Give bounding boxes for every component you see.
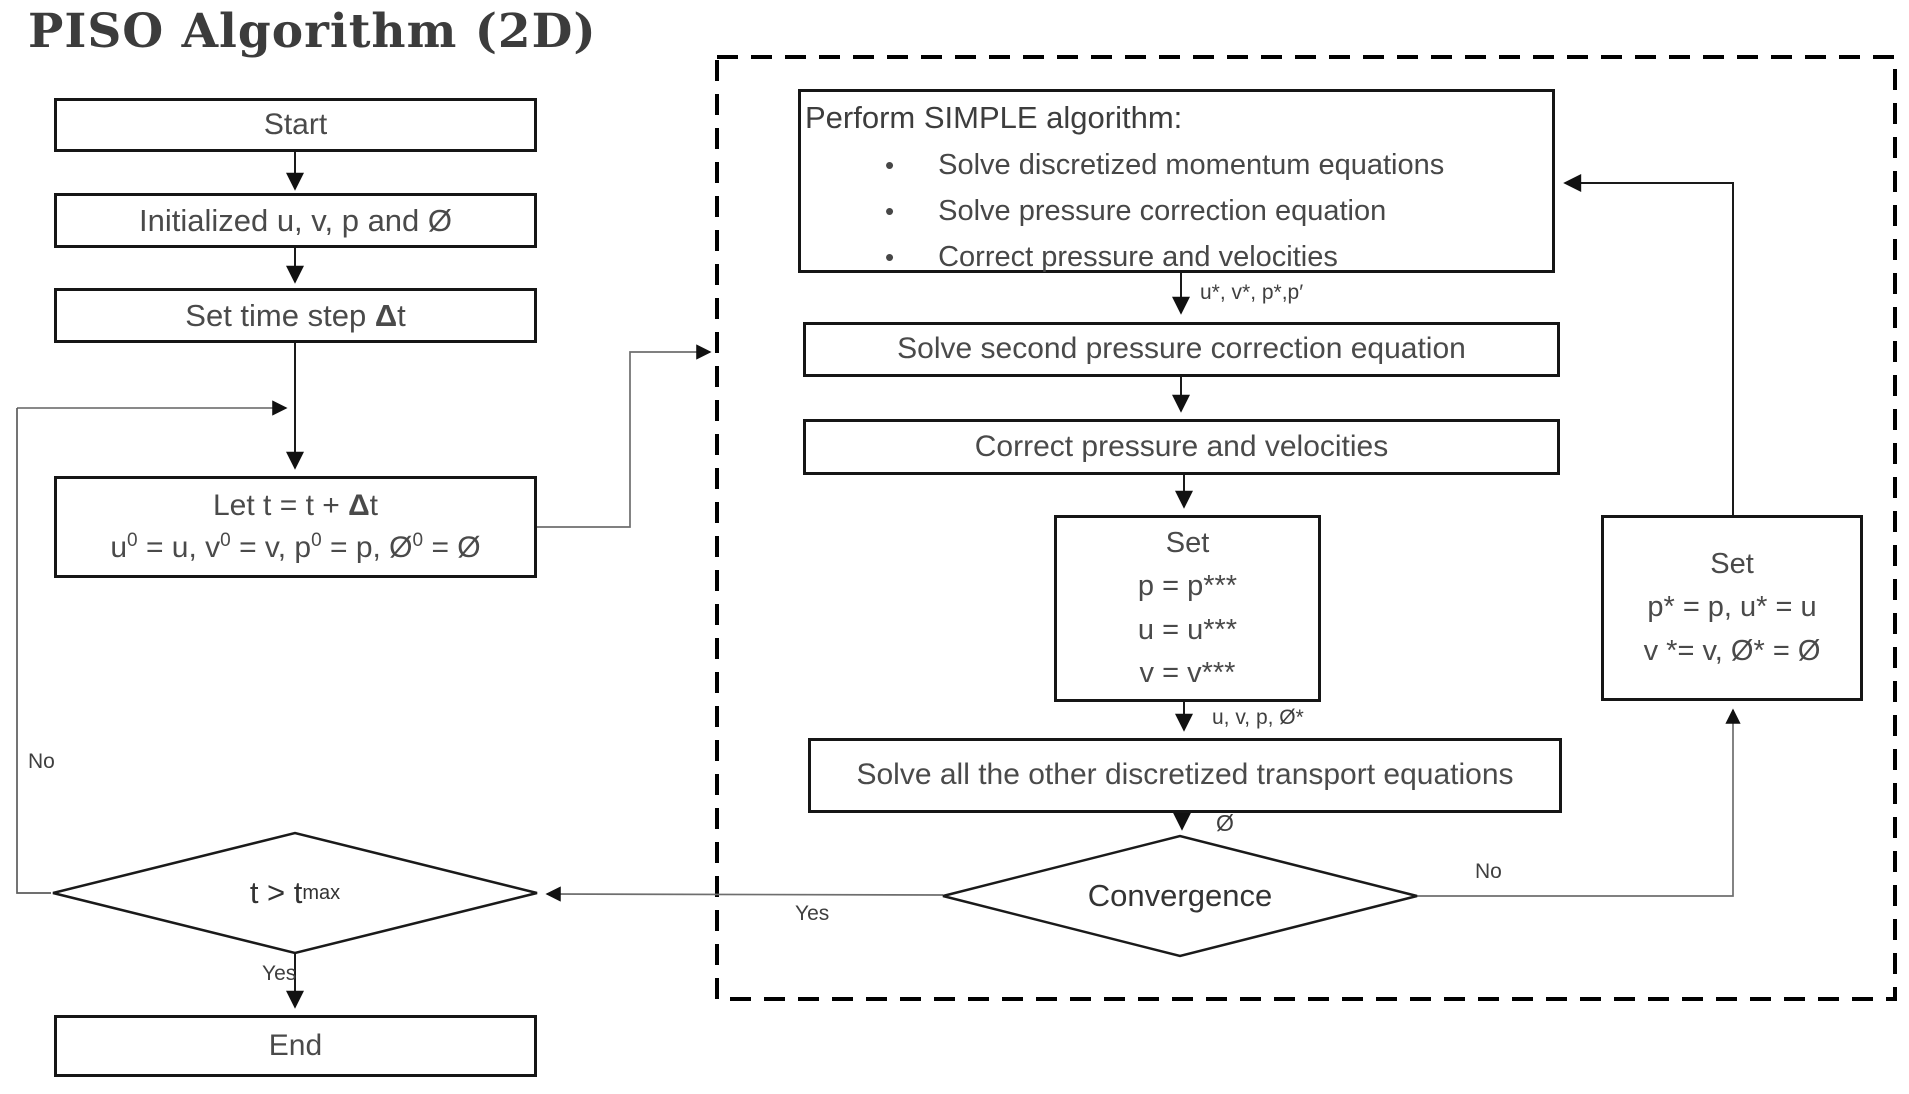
simple-bullet-1: Solve discretized momentum equations (938, 148, 1445, 181)
start-label: Start (263, 107, 328, 141)
simple-output-vars-label: u*, v*, p*,p′ (1200, 281, 1304, 304)
convergence-decision-diamond (942, 834, 1418, 958)
advance-to-simple-connector (535, 344, 712, 528)
initialize-label: Initialized u, v, p and Ø (138, 202, 453, 238)
tmax-decision-diamond (52, 831, 538, 955)
yes-branch-label-left: Yes (262, 962, 297, 985)
solve-second-correction-node: Solve second pressure correction equatio… (803, 322, 1560, 377)
initialize-node: Initialized u, v, p and Ø (54, 193, 537, 248)
set-star-node: Set p* = p, u* = u v *= v, Ø* = Ø (1601, 515, 1863, 701)
simple-bullet-item: • Solve discretized momentum equations (805, 149, 1444, 182)
simple-bullet-item: • Correct pressure and velocities (805, 241, 1338, 274)
start-node: Start (54, 98, 537, 152)
loop-no-return-line (16, 408, 51, 894)
advance-time-line1: Let t = t + Δt (213, 488, 378, 522)
bullet-icon: • (885, 149, 895, 180)
solve-transport-label: Solve all the other discretized transpor… (856, 758, 1514, 792)
set-triple-star-node: Set p = p*** u = u*** v = v*** (1054, 515, 1321, 702)
set-timestep-node: Set time step Δt (54, 288, 537, 343)
phi-label: Ø (1216, 810, 1234, 836)
yes-branch-label-convergence: Yes (795, 902, 830, 925)
end-label: End (268, 1028, 323, 1062)
perform-simple-node: Perform SIMPLE algorithm: • Solve discre… (798, 89, 1555, 273)
correct-pressure-node: Correct pressure and velocities (803, 419, 1560, 475)
simple-bullet-3: Correct pressure and velocities (938, 241, 1338, 274)
end-node: End (54, 1015, 537, 1077)
advance-time-node: Let t = t + Δt u0 = u, v0 = v, p0 = p, Ø… (54, 476, 537, 578)
no-branch-label-left: No (28, 750, 55, 773)
piso-loop-dashed-border (715, 55, 1897, 1001)
set-output-vars-label: u, v, p, Ø* (1212, 706, 1304, 729)
simple-bullet-item: • Solve pressure correction equation (805, 195, 1386, 228)
set-timestep-label: Set time step Δt (185, 297, 406, 333)
convergence-no-feedback (1417, 708, 1741, 897)
bullet-icon: • (885, 195, 895, 226)
convergence-yes-to-tmax (545, 886, 944, 902)
perform-simple-heading: Perform SIMPLE algorithm: (805, 100, 1183, 135)
setright-to-simple-feedback (1563, 174, 1734, 515)
no-branch-label-convergence: No (1475, 860, 1502, 883)
correct-pressure-label: Correct pressure and velocities (974, 429, 1389, 463)
convergence-decision-label: Convergence (1087, 878, 1273, 913)
bullet-icon: • (885, 242, 895, 273)
solve-second-correction-label: Solve second pressure correction equatio… (897, 332, 1466, 366)
page-title: PISO Algorithm (2D) (28, 4, 597, 59)
advance-time-line2: u0 = u, v0 = v, p0 = p, Ø0 = Ø (110, 530, 481, 564)
simple-bullet-2: Solve pressure correction equation (938, 194, 1387, 227)
solve-transport-node: Solve all the other discretized transpor… (808, 738, 1562, 813)
